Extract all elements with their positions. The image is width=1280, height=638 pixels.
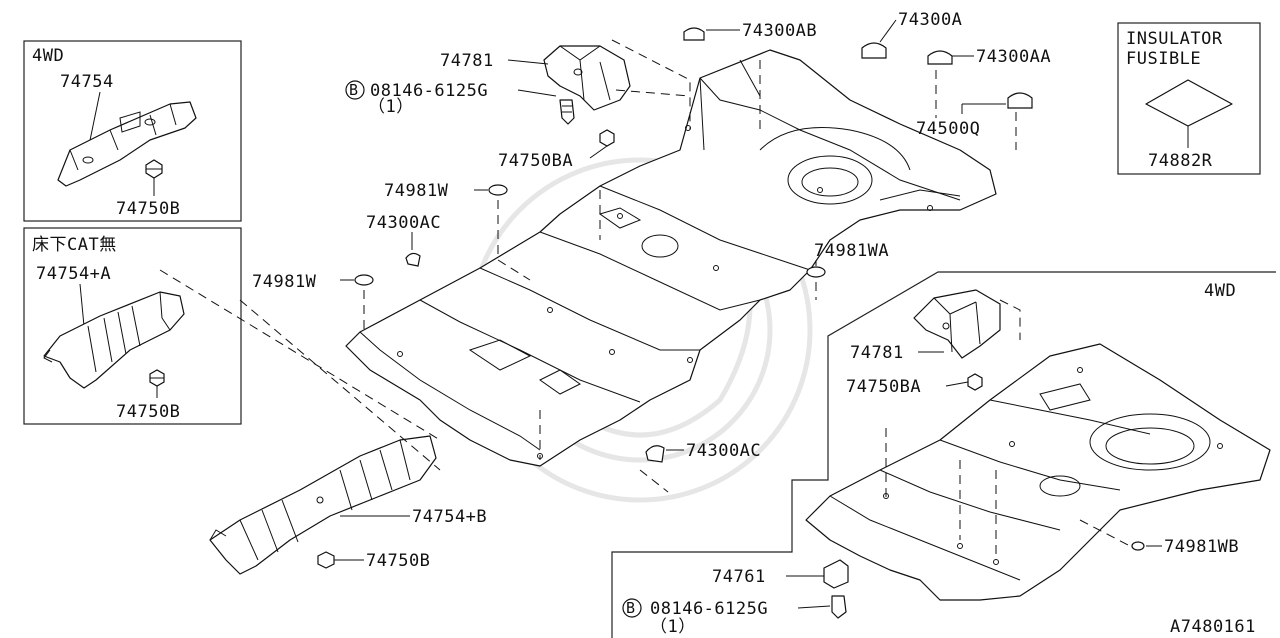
nut-74750B	[149, 369, 165, 387]
nut-74750B	[145, 159, 163, 179]
part-label-74754: 74754	[60, 72, 114, 92]
inset-title: 4WD	[1204, 281, 1236, 301]
plug-74300AA	[927, 50, 974, 65]
part-label-74300AA: 74300AA	[976, 47, 1051, 67]
plug-74500Q	[961, 92, 1033, 114]
inset-frame	[23, 40, 242, 222]
part-label-74781: 74781	[850, 343, 904, 363]
bolt-symbol-icon	[345, 80, 365, 100]
part-label-74882R: 74882R	[1148, 151, 1213, 171]
inset-frame	[23, 227, 242, 425]
inset-4wd-top-left: 4WD 74754 74750B	[23, 40, 242, 222]
fusible-pad-symbol	[1145, 79, 1233, 127]
part-label-74981W: 74981W	[384, 181, 449, 201]
nut-74750B-bottom	[317, 551, 364, 569]
inset-frame	[611, 271, 1276, 638]
bracket-74781-4wd	[913, 289, 1001, 359]
bolt-08146-bottom: B 08146-6125G （1）	[622, 595, 847, 637]
part-label-08146-6125G: 08146-6125G	[650, 599, 768, 619]
bracket-74781	[543, 45, 631, 111]
inset-no-underfloor-cat: 床下CAT無 74754+A 74750B	[23, 227, 242, 425]
dashed-guides	[159, 39, 1017, 493]
part-label-74750B: 74750B	[366, 551, 430, 571]
part-label-74750BA: 74750BA	[498, 151, 573, 171]
inset-title: 床下CAT無	[32, 235, 117, 255]
grommet-74981W-top	[474, 184, 508, 196]
rear-floor-panel-4wd	[805, 343, 1271, 601]
bolt-mark: B	[626, 599, 635, 617]
floor-panel-main	[345, 49, 997, 467]
part-label-74761: 74761	[712, 567, 766, 587]
part-label-08146-6125G: 08146-6125G	[370, 81, 488, 101]
heat-insulator-74754	[57, 101, 197, 187]
inset-insulator-fusible: INSULATOR FUSIBLE 74882R	[1117, 22, 1261, 175]
part-label-74781: 74781	[440, 51, 494, 71]
part-label-74750B: 74750B	[116, 402, 180, 422]
nut-74750BA-4wd	[945, 373, 983, 391]
bolt-mark: B	[349, 81, 358, 99]
part-label-74754-A: 74754+A	[36, 264, 111, 284]
part-qty: （1）	[368, 97, 414, 117]
part-label-74754-B: 74754+B	[412, 507, 487, 527]
inset-title-line1: INSULATOR	[1126, 29, 1223, 49]
plug-74300AC-top	[405, 232, 421, 267]
part-qty: （1）	[650, 617, 696, 637]
part-label-74981WA: 74981WA	[814, 241, 889, 261]
grommet-74981WA	[806, 260, 826, 278]
inset-4wd-rear-floor: 4WD 74781 74750BA	[611, 271, 1276, 638]
plug-74300AC-bottom	[645, 445, 684, 463]
heat-insulator-74754-A	[43, 291, 185, 389]
plug-74300AB	[683, 27, 740, 41]
bracket-74761	[786, 559, 849, 589]
part-label-74981WB: 74981WB	[1164, 537, 1239, 557]
part-label-74300A: 74300A	[898, 10, 962, 30]
bolt-symbol-icon	[622, 598, 642, 618]
part-label-74500Q: 74500Q	[916, 119, 980, 139]
inset-title: 4WD	[32, 46, 64, 66]
part-label-74300AB: 74300AB	[742, 21, 817, 41]
heat-insulator-74754-B	[209, 435, 437, 575]
bolt-08146-top: B 08146-6125G （1）	[345, 80, 575, 125]
inset-frame	[1117, 22, 1261, 175]
grommet-74981WB	[1131, 541, 1162, 551]
part-label-74981W: 74981W	[252, 272, 317, 292]
part-label-74300AC: 74300AC	[366, 213, 441, 233]
grommet-74981W-left	[340, 274, 374, 286]
part-label-74300AC: 74300AC	[686, 441, 761, 461]
plug-74300A	[861, 19, 897, 59]
diagram-reference-code: A7480161	[1170, 617, 1256, 637]
part-label-74750B: 74750B	[116, 199, 180, 219]
nut-74750BA	[589, 129, 615, 159]
part-label-74750BA: 74750BA	[846, 377, 921, 397]
inset-title-line2: FUSIBLE	[1126, 49, 1201, 69]
